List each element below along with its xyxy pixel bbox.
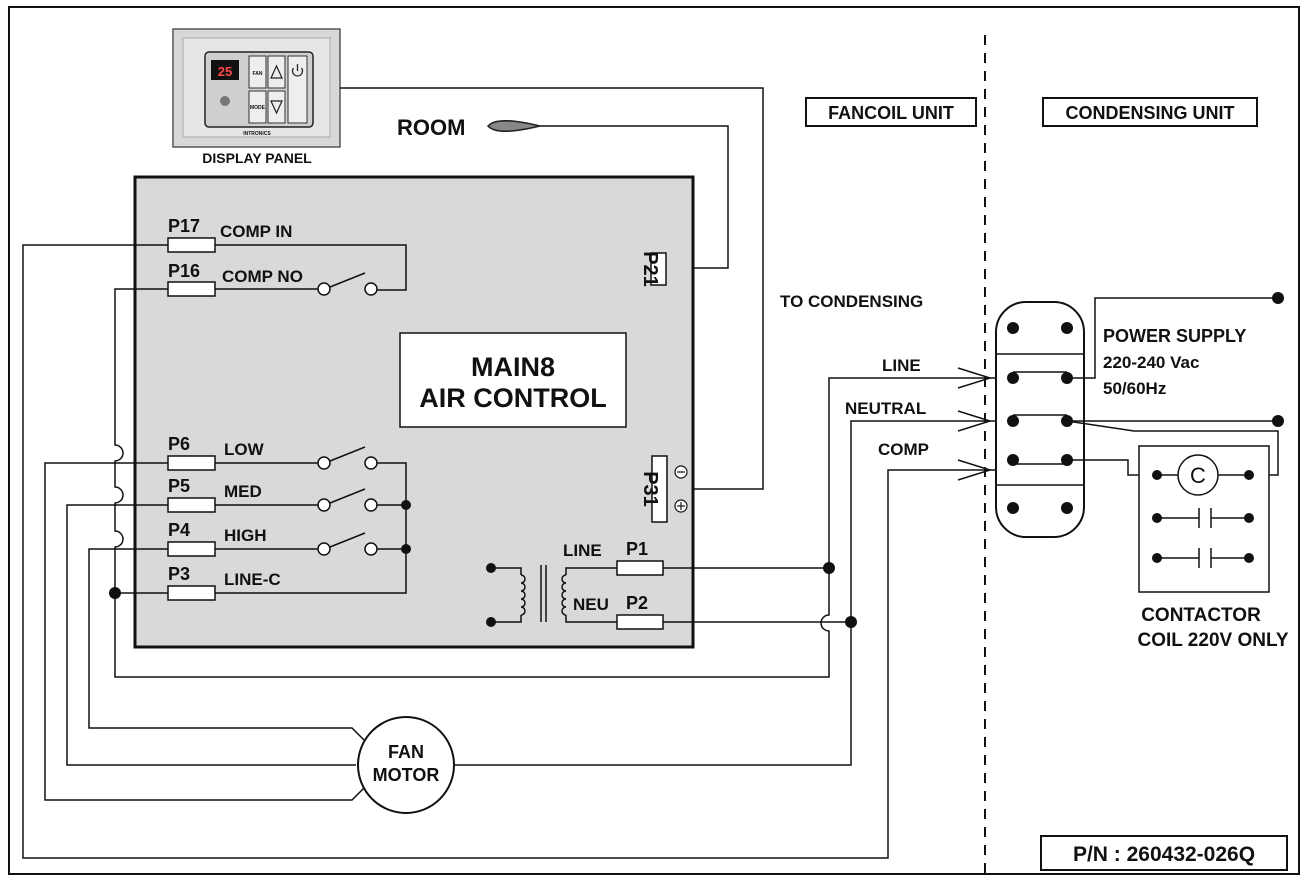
sensor-wires <box>340 87 764 490</box>
fan-motor-label-line2: MOTOR <box>373 765 440 785</box>
room-sensor-label: ROOM <box>397 115 465 140</box>
pin-p4: P4 HIGH <box>167 520 267 557</box>
mode-key[interactable] <box>248 90 267 124</box>
comp-label: COMP <box>878 440 929 459</box>
internal-relay-wiring <box>215 244 407 594</box>
junction-dots-board <box>401 500 411 554</box>
transformer: LINE NEU P1 P2 <box>486 539 664 630</box>
pin-id: P3 <box>168 564 190 584</box>
pin-label: COMP NO <box>222 267 303 286</box>
p1-label: P1 <box>626 539 648 559</box>
pin-id: P17 <box>168 216 200 236</box>
relay-contacts <box>317 282 378 556</box>
fancoil-unit-label: FANCOIL UNIT <box>828 103 954 123</box>
up-arrow-icon <box>270 64 283 79</box>
controller-title-line2: AIR CONTROL <box>419 383 606 413</box>
power-supply-frequency: 50/60Hz <box>1103 379 1166 398</box>
contactor: C <box>1138 445 1270 593</box>
junction-dots-external <box>109 562 857 628</box>
external-wiring <box>22 244 1013 859</box>
controller-title-box: MAIN8 AIR CONTROL <box>399 332 627 428</box>
p31-label: P31 <box>639 471 661 507</box>
fan-key[interactable] <box>248 55 267 89</box>
contactor-coil <box>1177 454 1219 496</box>
fan-motor-label-line1: FAN <box>388 742 424 762</box>
controller-title-line1: MAIN8 <box>471 352 555 382</box>
power-icon <box>291 64 304 77</box>
p21-connector <box>650 252 667 286</box>
pin-p16: P16 COMP NO <box>167 261 303 297</box>
condensing-unit-label: CONDENSING UNIT <box>1065 103 1234 123</box>
outer-frame <box>8 6 1300 875</box>
condensing-unit-box: CONDENSING UNIT <box>1042 97 1258 127</box>
temperature-display <box>211 60 239 80</box>
display-panel: 25 FAN MODE INTRONICS DISPLAY PANEL <box>172 28 341 166</box>
supply-terminal-line <box>1272 292 1284 304</box>
transformer-neu-label: NEU <box>573 595 609 614</box>
pin-id: P6 <box>168 434 190 454</box>
pin-id: P5 <box>168 476 190 496</box>
p1-connector <box>616 560 664 576</box>
pin-label: MED <box>224 482 262 501</box>
fan-motor: FAN MOTOR <box>357 716 455 814</box>
to-condensing-label: TO CONDENSING <box>780 292 923 311</box>
temperature-readout: 25 <box>218 64 232 79</box>
pin-p3: P3 LINE-C <box>167 564 281 601</box>
terminal-block <box>995 301 1085 538</box>
up-key[interactable] <box>267 55 286 89</box>
supply-terminal-neutral <box>1272 415 1284 427</box>
room-sensor-probe-icon <box>487 120 541 132</box>
p2-label: P2 <box>626 593 648 613</box>
ir-sensor-icon <box>220 96 230 106</box>
neutral-label: NEUTRAL <box>845 399 926 418</box>
pin-label: LOW <box>224 440 265 459</box>
mode-key-label: MODE <box>250 105 266 111</box>
down-arrow-icon <box>270 100 283 115</box>
fancoil-unit-box: FANCOIL UNIT <box>805 97 977 127</box>
part-number-box: P/N : 260432-026Q <box>1040 835 1288 871</box>
pin-label: HIGH <box>224 526 267 545</box>
pin-label: LINE-C <box>224 570 281 589</box>
down-key[interactable] <box>267 90 286 124</box>
terminal-arrows <box>957 367 993 481</box>
contactor-coil-symbol: C <box>1190 463 1206 488</box>
pin-label: COMP IN <box>220 222 292 241</box>
p31-polarity-marks <box>674 465 688 513</box>
fan-key-label: FAN <box>253 71 263 77</box>
p2-connector <box>616 614 664 630</box>
contactor-label-line2: COIL 220V ONLY <box>1137 630 1288 651</box>
line-label: LINE <box>882 356 921 375</box>
power-supply-title: POWER SUPPLY <box>1103 326 1246 346</box>
pin-id: P16 <box>168 261 200 281</box>
power-supply-voltage: 220-240 Vac <box>1103 353 1199 372</box>
brand-label: INTRONICS <box>243 131 271 137</box>
p31-connector <box>651 455 668 523</box>
p21-label: P21 <box>639 251 661 287</box>
display-panel-label: DISPLAY PANEL <box>202 150 312 166</box>
transformer-line-label: LINE <box>563 541 602 560</box>
contactor-label-line1: CONTACTOR <box>1141 605 1261 626</box>
pin-id: P4 <box>168 520 190 540</box>
part-number: P/N : 260432-026Q <box>1073 843 1255 866</box>
